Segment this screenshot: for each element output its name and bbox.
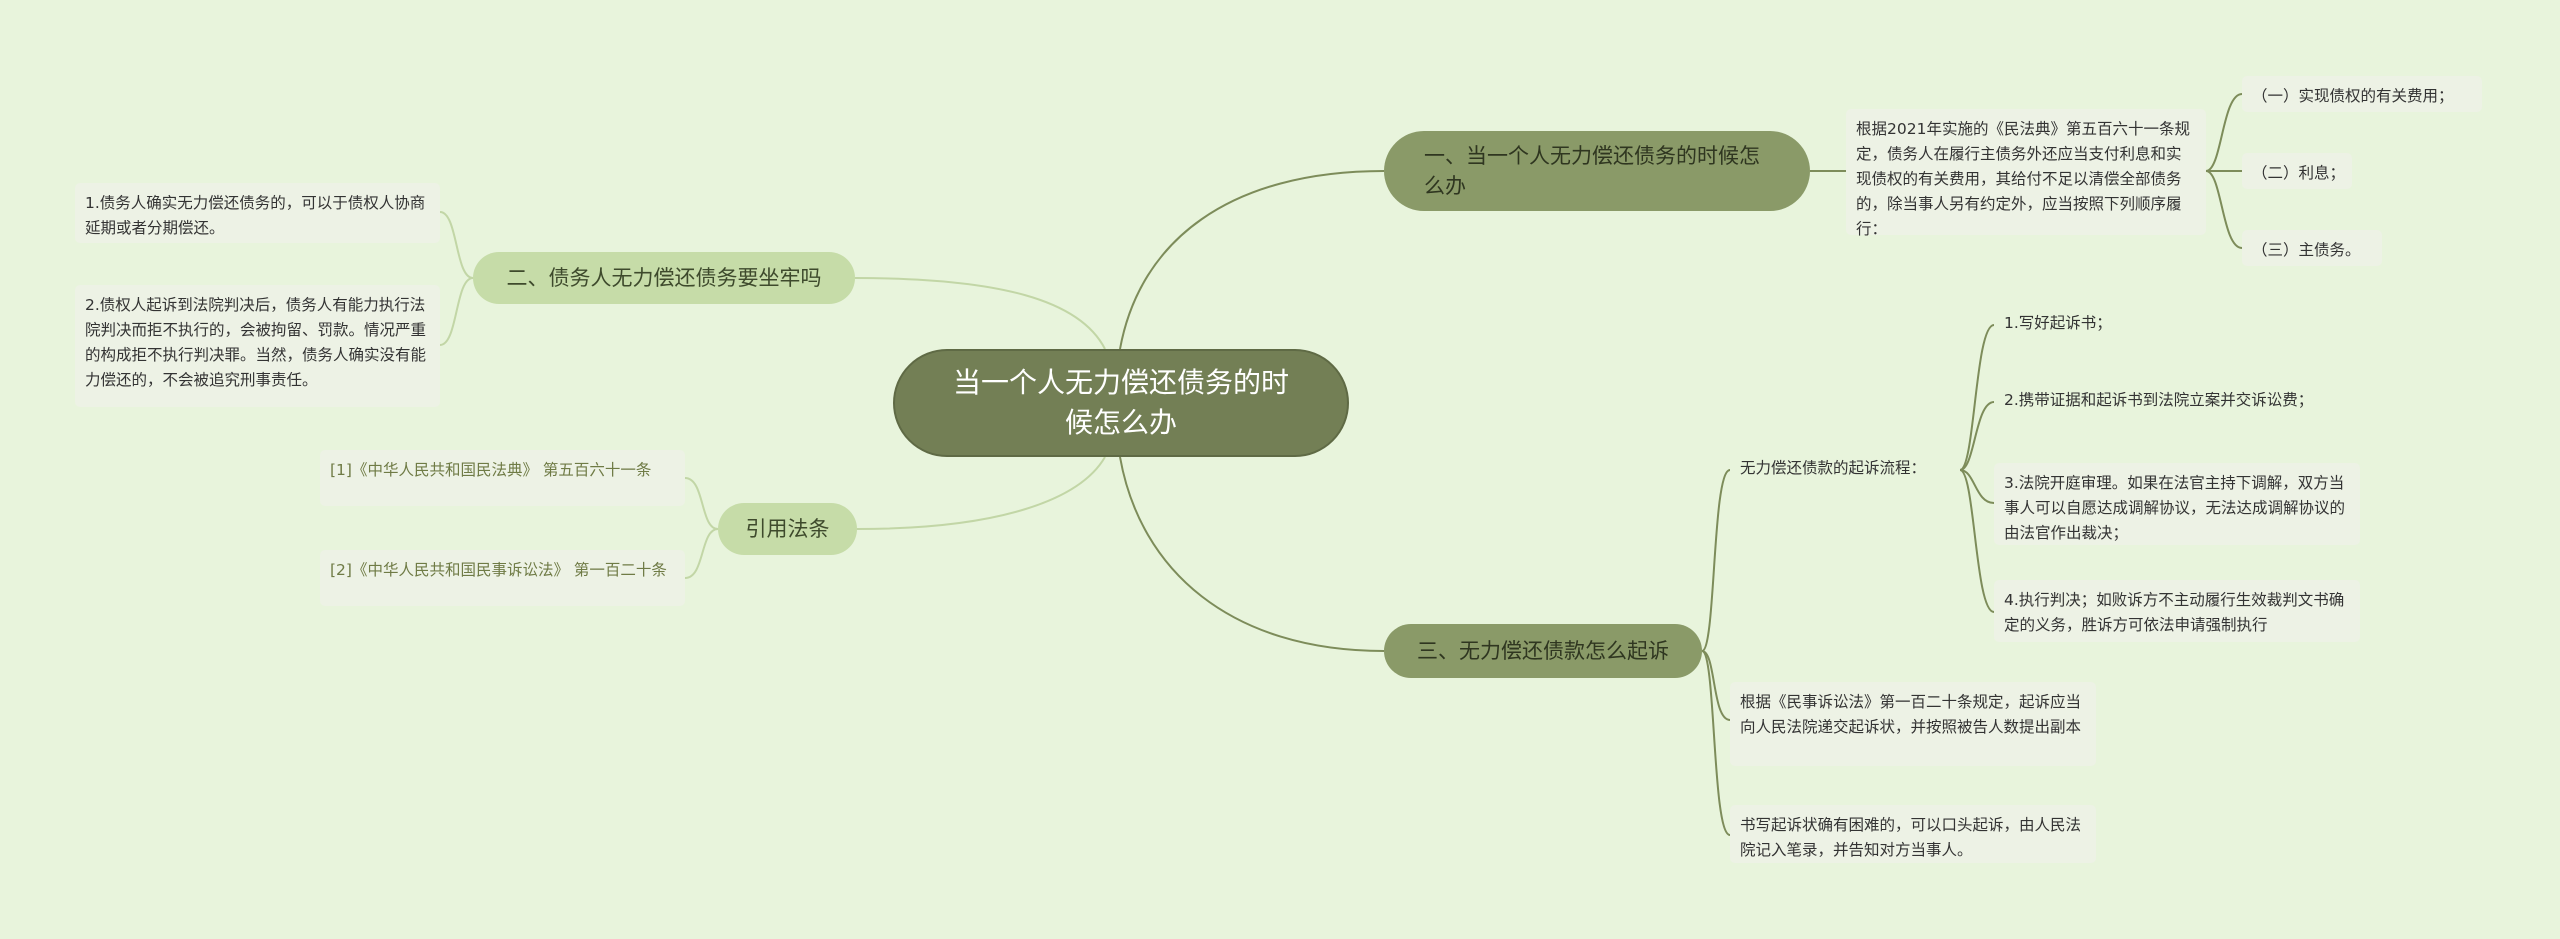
link-b3-process: [1701, 469, 1731, 652]
link-root-b3: [1119, 456, 1385, 652]
link-process-step2: [1959, 401, 1995, 471]
link-root-b2: [854, 277, 1106, 350]
branch-1-topic[interactable]: 一、当一个人无力偿还债务的时候怎么办: [1384, 131, 1810, 211]
reference-item-1[interactable]: [1]《中华人民共和国民法典》 第五百六十一条: [320, 450, 685, 506]
branch-3-process[interactable]: 无力偿还债款的起诉流程：: [1730, 456, 1970, 486]
branch-3-note-2[interactable]: 书写起诉状确有困难的，可以口头起诉，由人民法院记入笔录，并告知对方当事人。: [1730, 805, 2096, 863]
link-b1-item3: [2205, 170, 2243, 249]
branch-1-item-3[interactable]: （三）主债务。: [2242, 230, 2382, 266]
branch-1-item-2-text: （二）利息；: [2252, 164, 2346, 182]
root-title: 当一个人无力偿还债务的时候怎么办: [952, 366, 1289, 439]
branch-2-item-1[interactable]: 1.债务人确实无力偿还债务的，可以于债权人协商延期或者分期偿还。: [75, 183, 440, 243]
branch-3-topic[interactable]: 三、无力偿还债款怎么起诉: [1384, 624, 1702, 678]
branch-2-item-2[interactable]: 2.债权人起诉到法院判决后，债务人有能力执行法院判决而拒不执行的，会被拘留、罚款…: [75, 285, 440, 407]
process-step-1-text: 1.写好起诉书；: [2004, 314, 2112, 332]
branch-2-item-1-text: 1.债务人确实无力偿还债务的，可以于债权人协商延期或者分期偿还。: [85, 194, 426, 237]
branch-1-detail-text: 根据2021年实施的《民法典》第五百六十一条规定，债务人在履行主债务外还应当支付…: [1856, 120, 2190, 238]
branch-1-item-1[interactable]: （一）实现债权的有关费用；: [2242, 76, 2482, 112]
branch-2-label: 二、债务人无力偿还债务要坐牢吗: [506, 266, 822, 290]
process-step-2[interactable]: 2.携带证据和起诉书到法院立案并交诉讼费；: [1994, 388, 2374, 418]
link-refs-item2: [684, 528, 719, 579]
branch-1-item-2[interactable]: （二）利息；: [2242, 153, 2352, 189]
process-step-3[interactable]: 3.法院开庭审理。如果在法官主持下调解，双方当事人可以自愿达成调解协议，无法达成…: [1994, 463, 2360, 545]
link-b1-item1: [2205, 93, 2243, 172]
link-refs-item1: [684, 477, 719, 530]
root-topic[interactable]: 当一个人无力偿还债务的时候怎么办: [893, 349, 1349, 457]
branch-1-label: 一、当一个人无力偿还债务的时候怎么办: [1424, 144, 1760, 198]
branch-1-detail[interactable]: 根据2021年实施的《民法典》第五百六十一条规定，债务人在履行主债务外还应当支付…: [1846, 109, 2206, 238]
link-b2-item1: [439, 211, 474, 279]
link-b2-item2: [439, 277, 474, 346]
link-root-b1: [1119, 170, 1385, 350]
branch-3-note-1[interactable]: 根据《民事诉讼法》第一百二十条规定，起诉应当向人民法院递交起诉状，并按照被告人数…: [1730, 682, 2096, 766]
link-root-refs: [856, 456, 1106, 530]
reference-item-2-text: [2]《中华人民共和国民事诉讼法》 第一百二十条: [330, 561, 667, 579]
link-process-step3: [1959, 469, 1995, 504]
process-step-4-text: 4.执行判决；如败诉方不主动履行生效裁判文书确定的义务，胜诉方可依法申请强制执行: [2004, 591, 2345, 634]
references-topic[interactable]: 引用法条: [718, 503, 857, 555]
branch-1-item-1-text: （一）实现债权的有关费用；: [2252, 87, 2454, 105]
branch-2-topic[interactable]: 二、债务人无力偿还债务要坐牢吗: [473, 252, 855, 304]
process-step-1[interactable]: 1.写好起诉书；: [1994, 311, 2194, 341]
branch-3-label: 三、无力偿还债款怎么起诉: [1417, 639, 1669, 663]
branch-3-note-1-text: 根据《民事诉讼法》第一百二十条规定，起诉应当向人民法院递交起诉状，并按照被告人数…: [1740, 693, 2082, 736]
branch-1-item-3-text: （三）主债务。: [2252, 241, 2361, 259]
link-b3-note1: [1701, 650, 1731, 721]
branch-3-note-2-text: 书写起诉状确有困难的，可以口头起诉，由人民法院记入笔录，并告知对方当事人。: [1740, 816, 2082, 859]
references-label: 引用法条: [745, 517, 830, 541]
link-process-step1: [1959, 324, 1995, 471]
process-step-3-text: 3.法院开庭审理。如果在法官主持下调解，双方当事人可以自愿达成调解协议，无法达成…: [2004, 474, 2346, 542]
link-process-step4: [1959, 469, 1995, 613]
process-step-4[interactable]: 4.执行判决；如败诉方不主动履行生效裁判文书确定的义务，胜诉方可依法申请强制执行: [1994, 580, 2360, 642]
branch-2-item-2-text: 2.债权人起诉到法院判决后，债务人有能力执行法院判决而拒不执行的，会被拘留、罚款…: [85, 296, 427, 389]
process-step-2-text: 2.携带证据和起诉书到法院立案并交诉讼费；: [2004, 391, 2314, 409]
branch-3-process-label: 无力偿还债款的起诉流程：: [1740, 459, 1927, 477]
reference-item-2[interactable]: [2]《中华人民共和国民事诉讼法》 第一百二十条: [320, 550, 685, 606]
reference-item-1-text: [1]《中华人民共和国民法典》 第五百六十一条: [330, 461, 652, 479]
link-b3-note2: [1701, 650, 1731, 836]
